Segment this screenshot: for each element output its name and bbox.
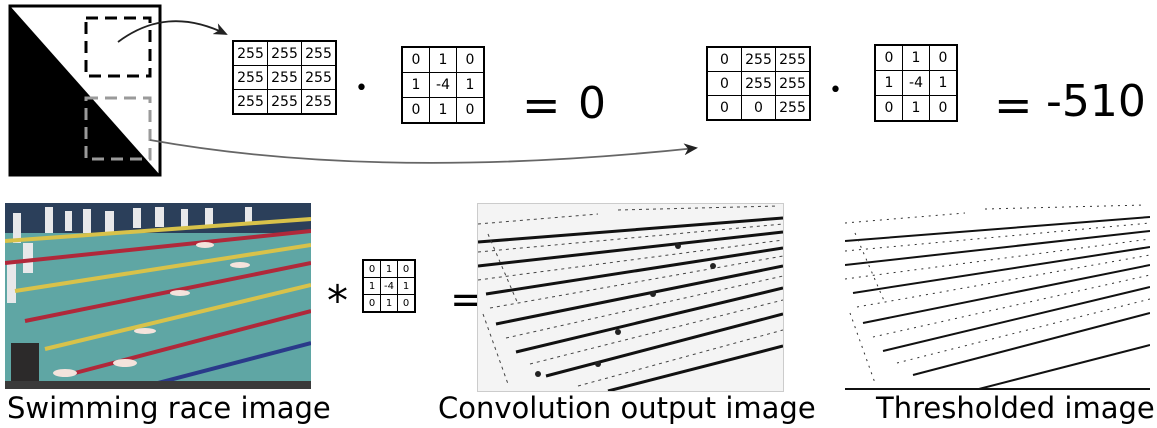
equals-left: =	[522, 78, 561, 132]
matrix-cell: 0	[456, 46, 485, 73]
matrix-cell: 255	[775, 46, 811, 72]
matrix-cell: 0	[397, 259, 416, 278]
matrix-cell: -4	[902, 70, 930, 96]
matrix-cell: 1	[456, 72, 485, 98]
matrix-cell: 1	[429, 97, 457, 124]
arrow-to-left-matrix	[117, 20, 228, 43]
matrix-cell: 255	[301, 40, 337, 66]
caption-swimming: Swimming race image	[7, 391, 331, 425]
matrix-cell: 0	[929, 95, 958, 122]
matrix-cell: 0	[741, 95, 776, 121]
matrix-cell: -4	[380, 277, 398, 295]
matrix-cell: 255	[775, 71, 811, 96]
matrix-cell: 1	[380, 259, 398, 278]
matrix-cell: 255	[232, 89, 268, 115]
matrix-cell: 255	[232, 40, 268, 66]
matrix-cell: 0	[401, 97, 430, 124]
matrix-cell: 0	[874, 44, 903, 71]
matrix-cell: 0	[401, 46, 430, 73]
matrix-cell: 1	[902, 95, 930, 122]
matrix-cell: 255	[301, 89, 337, 115]
matrix-cell: 255	[267, 65, 302, 90]
matrix-cell: 1	[902, 44, 930, 71]
matrix-cell: 1	[397, 277, 416, 295]
matrix-cell: 255	[267, 89, 302, 115]
matrix-cell: 255	[775, 95, 811, 121]
result-left: 0	[578, 78, 606, 129]
matrix-cell: 255	[232, 65, 268, 90]
matrix-cell: 255	[301, 65, 337, 90]
convolve-operator: *	[327, 276, 348, 325]
black-triangle	[10, 6, 160, 175]
matrix-cell: 0	[362, 259, 381, 278]
matrix-cell: 0	[874, 95, 903, 122]
matrix-cell: 0	[397, 294, 416, 313]
arrow-to-right-matrix	[149, 139, 698, 164]
matrix-cell: 1	[929, 70, 958, 96]
caption-thresholded: Thresholded image	[876, 391, 1155, 425]
matrix-cell: 0	[929, 44, 958, 71]
matrix-cell: -4	[429, 72, 457, 98]
patch-top-dashed	[84, 16, 152, 78]
matrix-cell: 0	[456, 97, 485, 124]
swimming-race-image	[5, 203, 311, 389]
thresholded-image	[845, 203, 1150, 390]
matrix-cell: 1	[401, 72, 430, 98]
matrix-cell: 0	[362, 294, 381, 313]
result-right: -510	[1046, 76, 1146, 127]
matrix-cell: 1	[362, 277, 381, 295]
dot-operator-right: •	[829, 78, 842, 103]
matrix-cell: 0	[706, 46, 742, 72]
dot-operator-left: •	[355, 76, 368, 101]
matrix-cell: 1	[874, 70, 903, 96]
matrix-cell: 255	[741, 71, 776, 96]
matrix-cell: 0	[706, 71, 742, 96]
matrix-cell: 255	[267, 40, 302, 66]
matrix-cell: 0	[706, 95, 742, 121]
equals-right: =	[994, 78, 1033, 132]
patch-bottom-dashed	[84, 96, 152, 161]
matrix-cell: 1	[380, 294, 398, 313]
convolution-output-image	[477, 203, 784, 392]
matrix-cell: 255	[741, 46, 776, 72]
caption-convolution: Convolution output image	[438, 391, 816, 425]
matrix-cell: 1	[429, 46, 457, 73]
